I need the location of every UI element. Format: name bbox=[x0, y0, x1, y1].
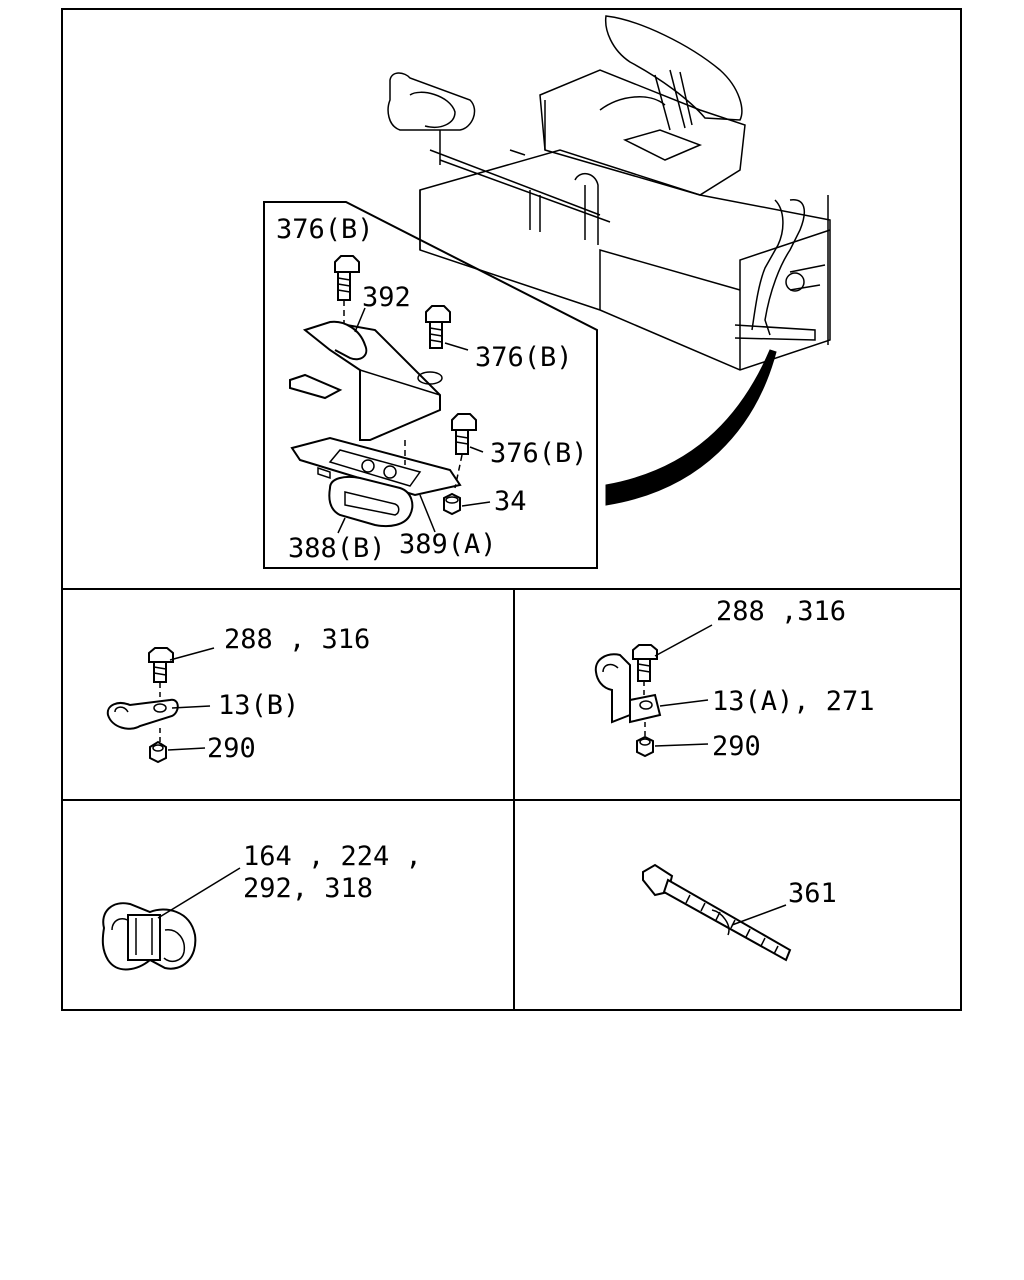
callout-290-left: 290 bbox=[207, 733, 256, 764]
zoom-lead bbox=[605, 349, 777, 506]
bolt-icon bbox=[425, 305, 451, 349]
callout-376b-lower: 376(B) bbox=[490, 438, 588, 469]
hvac-unit-drawing bbox=[387, 15, 831, 371]
callout-292-318: 292, 318 bbox=[243, 873, 373, 904]
callout-288-316-left: 288 , 316 bbox=[224, 624, 370, 655]
callout-13a-271: 13(A), 271 bbox=[712, 686, 875, 717]
cable-tie-drawing bbox=[642, 863, 792, 962]
double-clip-drawing bbox=[101, 867, 241, 971]
nut-icon bbox=[636, 735, 654, 758]
callout-164-224: 164 , 224 , bbox=[243, 841, 422, 872]
callout-392: 392 bbox=[362, 282, 411, 313]
leader-lines-main bbox=[337, 307, 491, 534]
callout-361: 361 bbox=[788, 878, 837, 909]
clamp-a-drawing bbox=[594, 624, 713, 758]
nut-icon bbox=[149, 740, 167, 764]
clamp-b-drawing bbox=[106, 647, 215, 764]
bolt-icon bbox=[451, 413, 477, 455]
detail-box bbox=[263, 201, 598, 569]
callout-376b-top: 376(B) bbox=[276, 214, 374, 245]
callout-290-right: 290 bbox=[712, 731, 761, 762]
callout-288-316-right: 288 ,316 bbox=[716, 596, 846, 627]
callout-389a: 389(A) bbox=[399, 529, 497, 560]
bolt-icon bbox=[632, 644, 658, 682]
bolt-icon bbox=[148, 647, 174, 683]
callout-13b: 13(B) bbox=[218, 690, 299, 721]
bolt-icon bbox=[334, 255, 360, 301]
callout-34: 34 bbox=[494, 486, 527, 517]
nut-icon bbox=[443, 492, 461, 516]
diagram-frame bbox=[61, 8, 962, 1011]
callout-388b: 388(B) bbox=[288, 533, 386, 564]
bracket-assembly bbox=[289, 255, 477, 528]
callout-376b-middle: 376(B) bbox=[475, 342, 573, 373]
